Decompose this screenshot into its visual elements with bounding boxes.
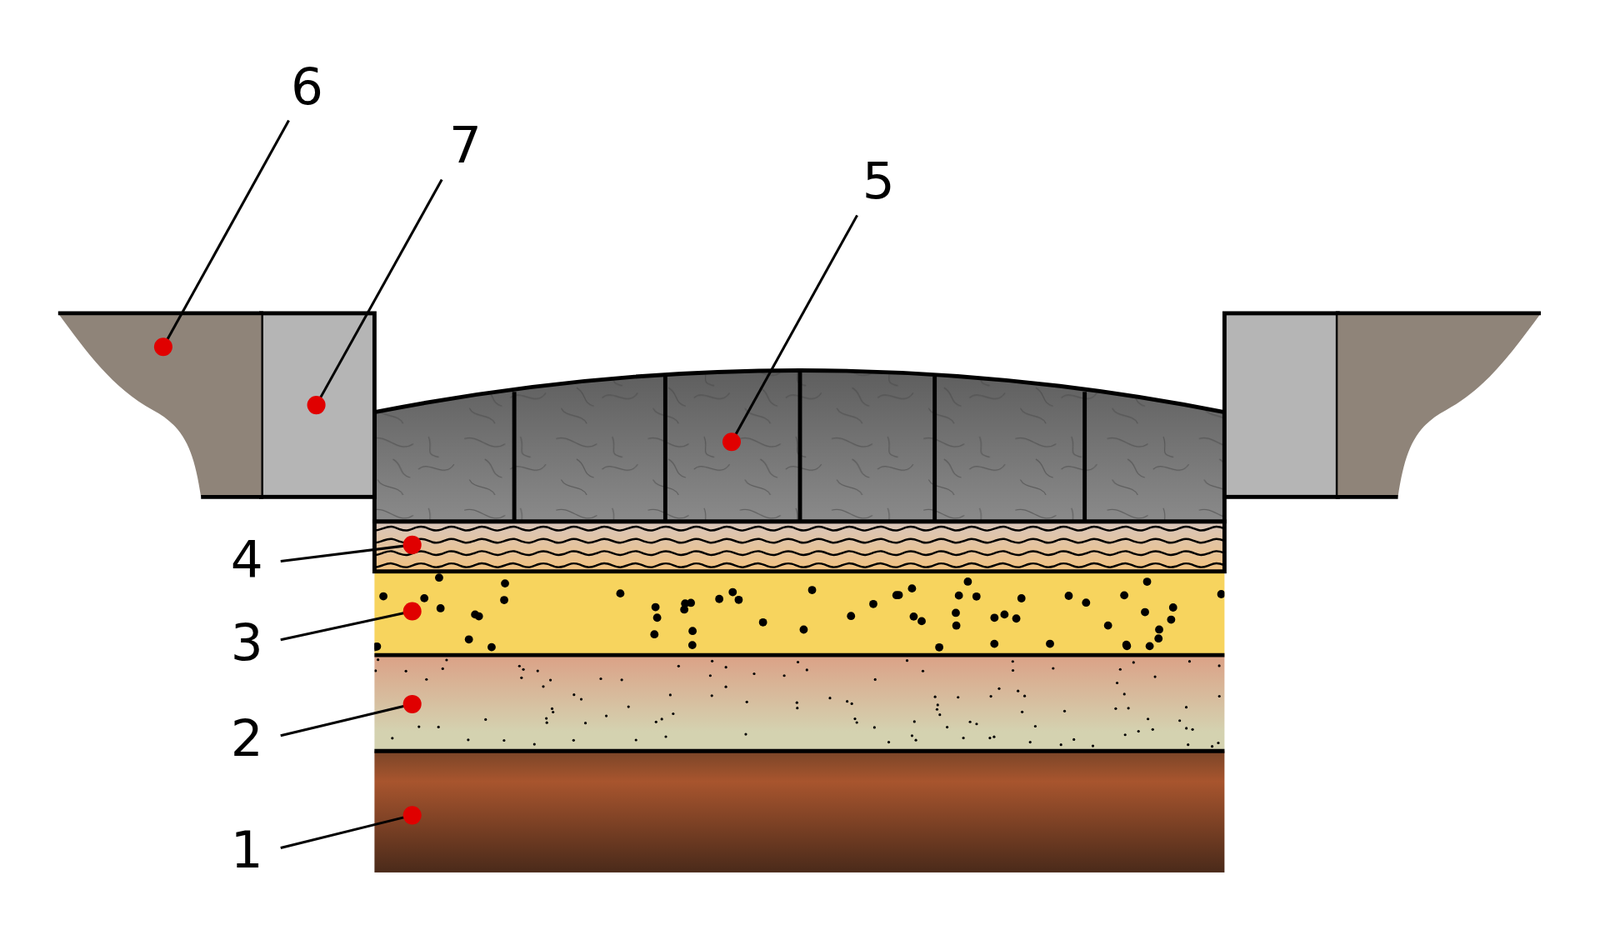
bedding-texture (374, 526, 1225, 569)
callout-number: 3 (230, 617, 264, 669)
callout-number: 2 (230, 713, 264, 765)
ground-lines (58, 313, 1541, 497)
gravel-layer (374, 571, 1225, 655)
sand-layer (374, 655, 1225, 751)
callout-number: 4 (230, 533, 264, 585)
gravel-texture (374, 573, 1225, 651)
callout-number: 1 (230, 824, 264, 875)
subsoil-layer (374, 750, 1225, 873)
verge-soil (58, 313, 262, 497)
callout-number: 6 (290, 60, 324, 112)
sand-texture (374, 658, 1220, 748)
paving-outline (374, 370, 1225, 521)
curb-stone (260, 313, 375, 497)
callout-number: 7 (449, 119, 482, 170)
leader-lines (163, 120, 858, 848)
verge-soil (1337, 313, 1541, 497)
layer-boundary (374, 653, 1225, 658)
curb-stone (1224, 313, 1338, 497)
stone-joints (514, 369, 1085, 521)
callout-dots (154, 337, 741, 825)
layer-boundary (374, 749, 1225, 754)
bedding-outline (374, 521, 1225, 572)
callout-number: 5 (862, 155, 895, 206)
